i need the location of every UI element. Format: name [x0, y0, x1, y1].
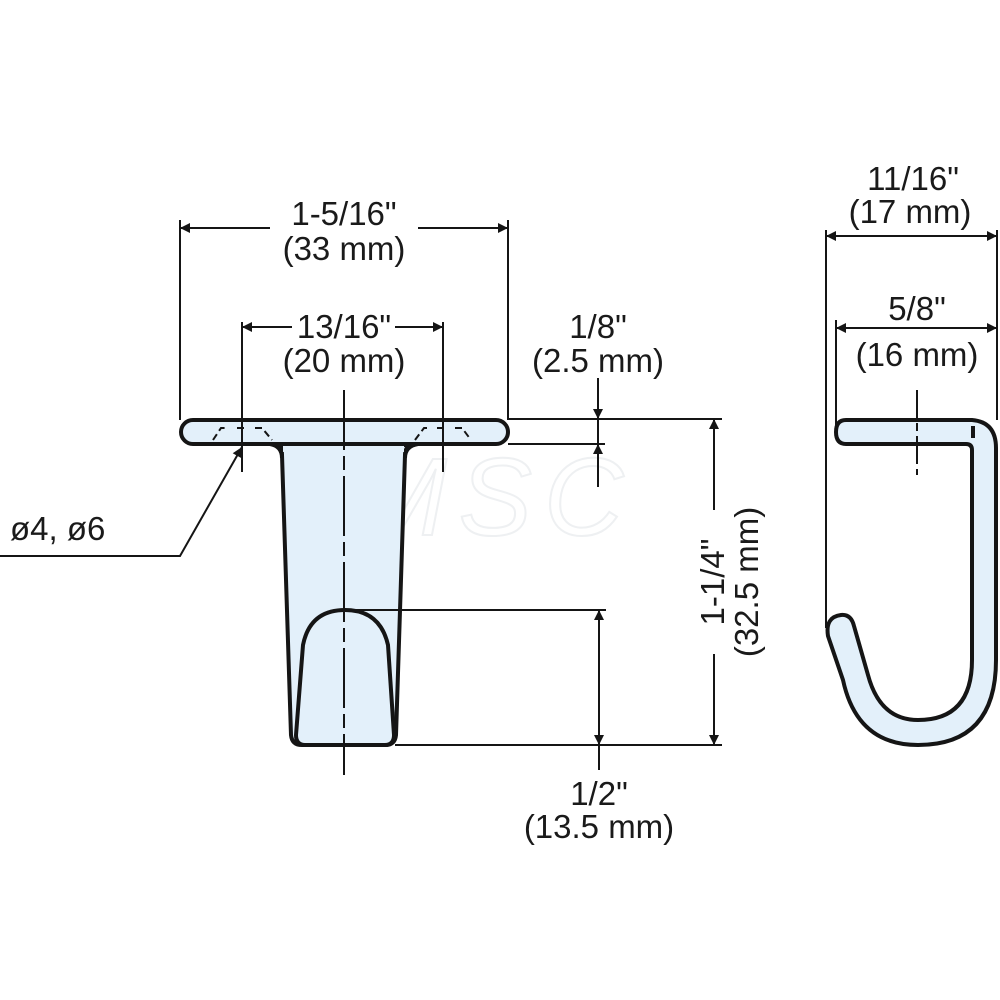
inner-depth-metric: (16 mm) — [856, 336, 979, 373]
front-view: 1-5/16" (33 mm) 13/16" (20 mm) 1/8" (2.5… — [0, 195, 765, 845]
hook-opening-metric: (13.5 mm) — [524, 808, 674, 845]
hook-opening-imperial: 1/2" — [570, 775, 628, 812]
overall-height-metric: (32.5 mm) — [728, 507, 765, 657]
side-hook-profile — [825, 418, 998, 747]
hole-callout-leader — [0, 446, 243, 557]
hole-spacing-metric: (20 mm) — [283, 342, 406, 379]
hole-callout: ø4, ø6 — [10, 510, 105, 547]
overall-depth-metric: (17 mm) — [849, 193, 972, 230]
hole-spacing-imperial: 13/16" — [297, 308, 391, 345]
flange-thickness-imperial: 1/8" — [569, 308, 627, 345]
overall-height-imperial: 1-1/4" — [694, 539, 731, 626]
overall-width-metric: (33 mm) — [283, 230, 406, 267]
side-view: 11/16" (17 mm) 5/8" (16 mm) — [825, 160, 998, 747]
overall-width-imperial: 1-5/16" — [291, 195, 396, 232]
overall-depth-imperial: 11/16" — [867, 160, 959, 197]
inner-depth-imperial: 5/8" — [888, 290, 946, 327]
flange-thickness-metric: (2.5 mm) — [532, 342, 664, 379]
